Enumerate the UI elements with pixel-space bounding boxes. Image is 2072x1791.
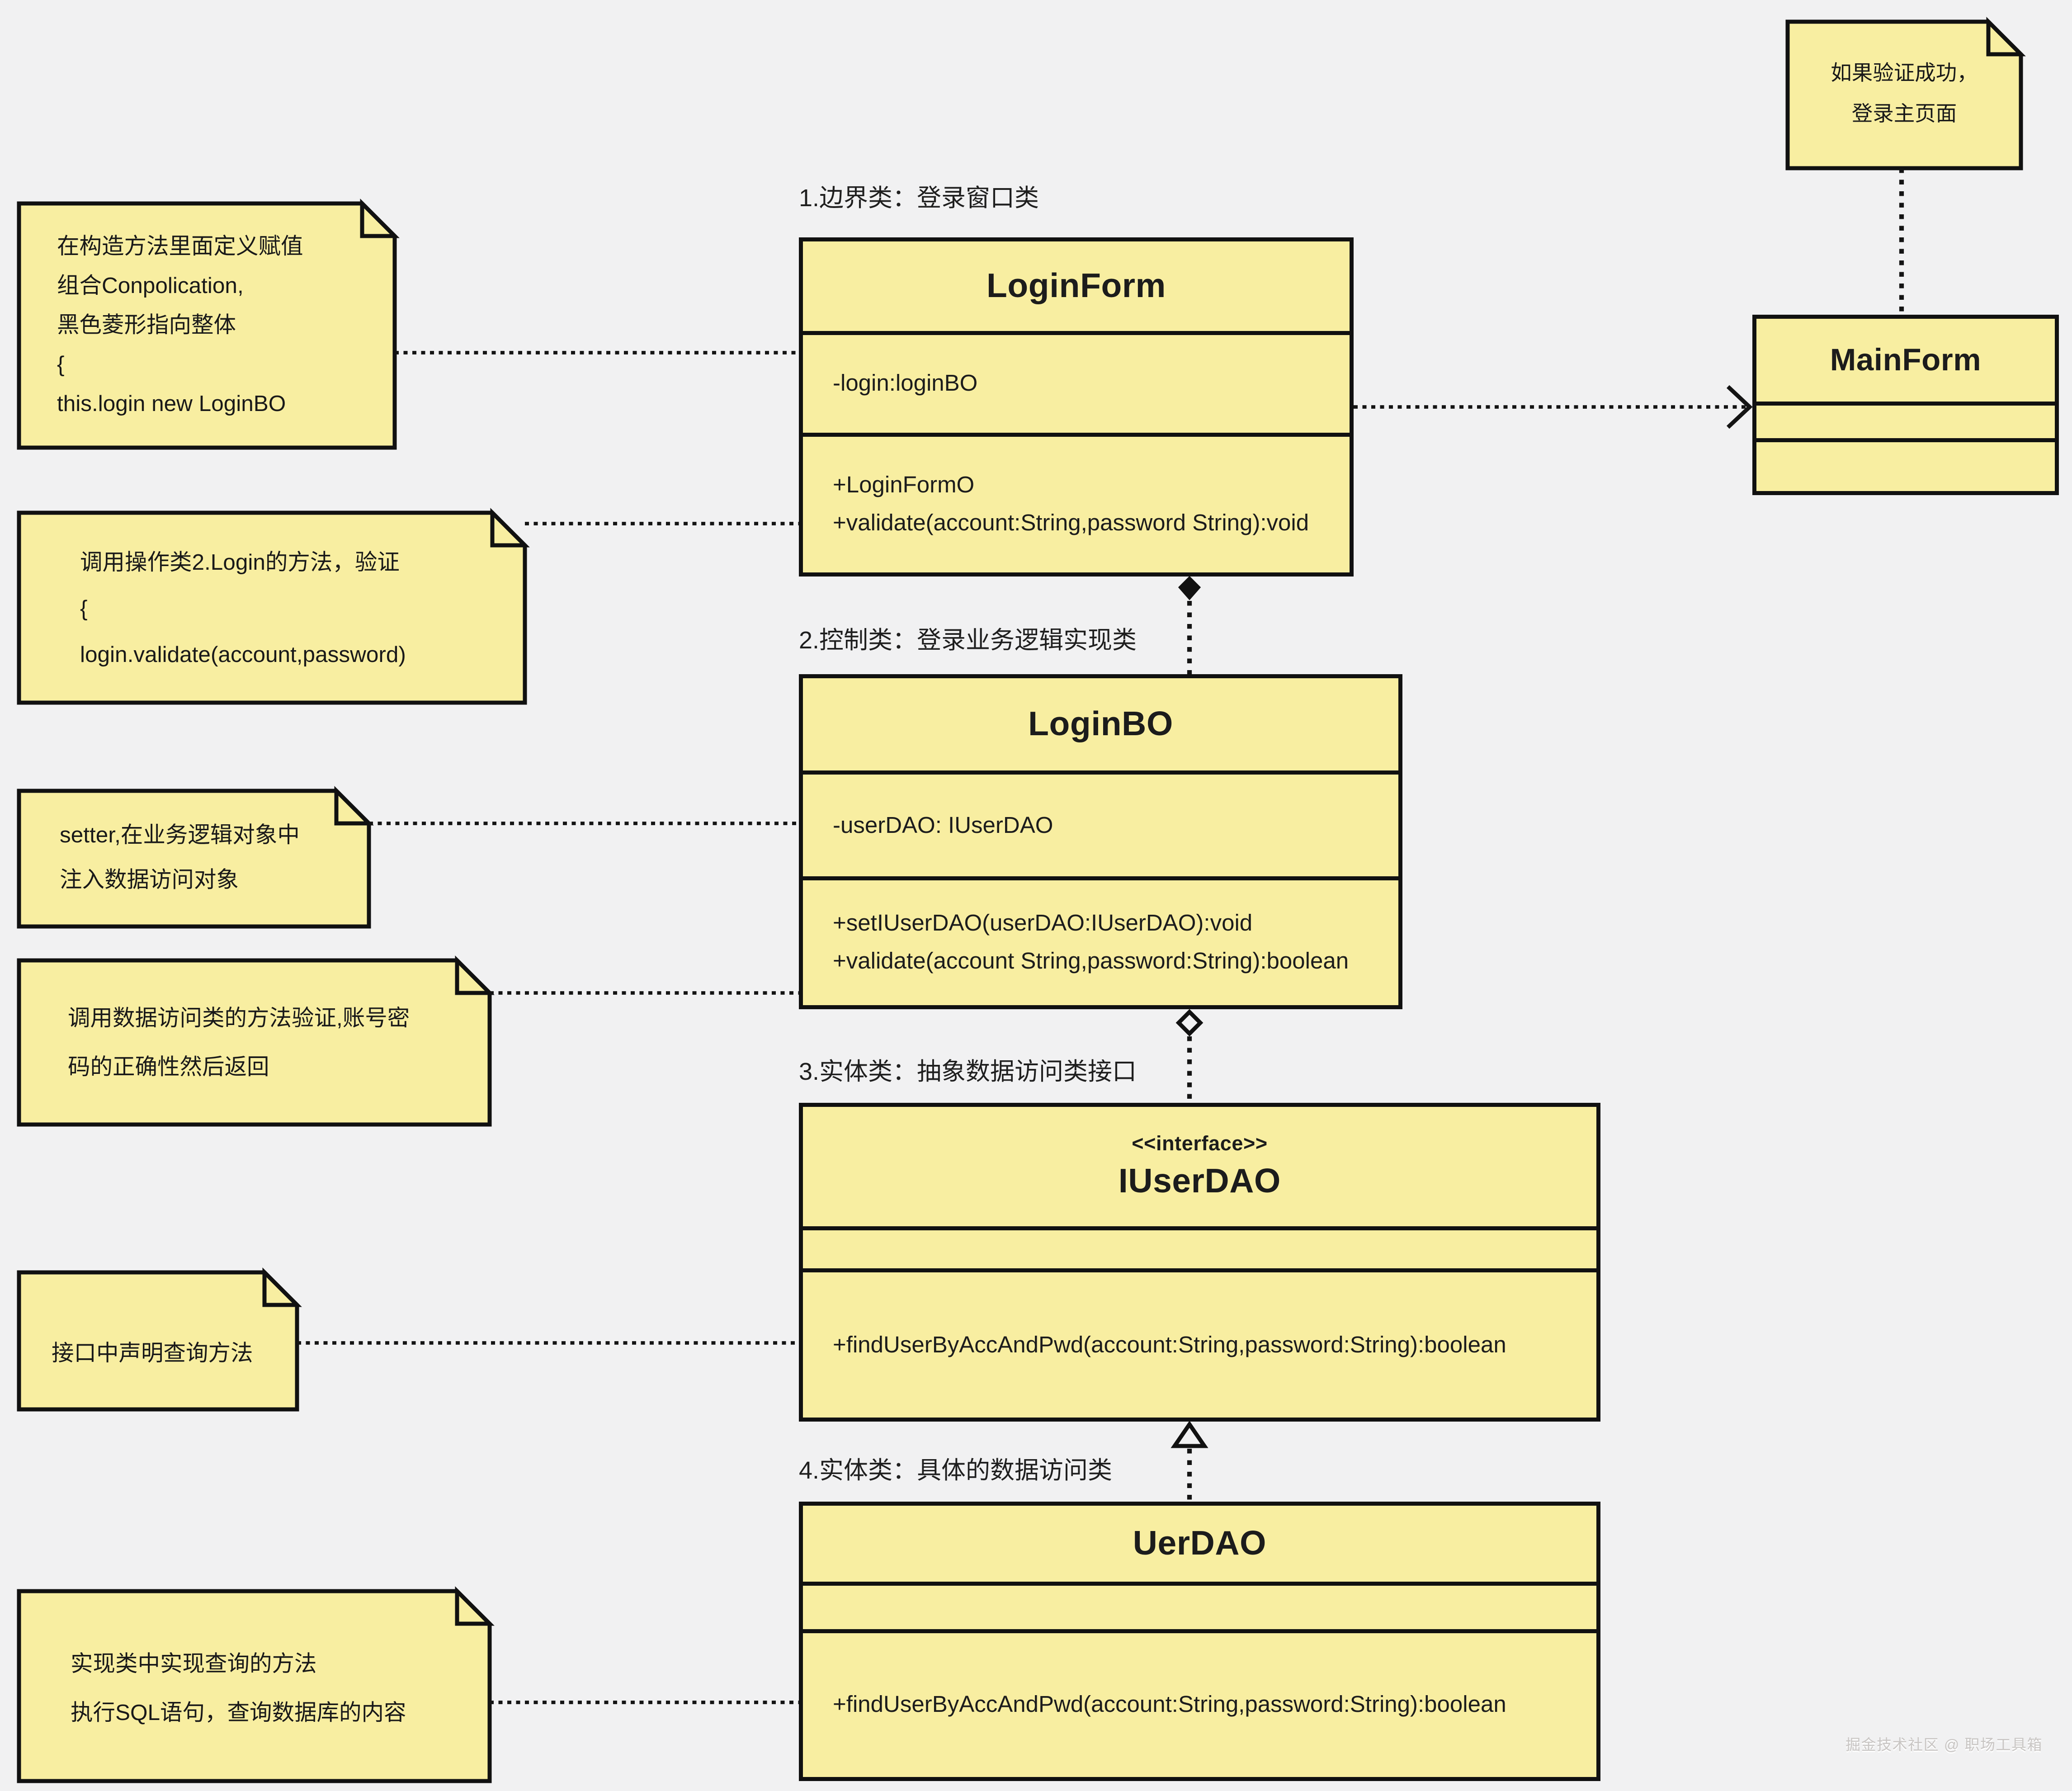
- note-setter-shape: [17, 789, 371, 929]
- note-call-login: 调用操作类2.Login的方法，验证 { login.validate(acco…: [19, 513, 525, 703]
- method: +findUserByAccAndPwd(account:String,pass…: [833, 1331, 1506, 1357]
- note-call-login-shape: [17, 510, 527, 705]
- class-iuserdao: <<interface>> IUserDAO +findUserByAccAnd…: [799, 1103, 1600, 1422]
- note-interface: 接口中声明查询方法: [19, 1272, 297, 1409]
- section-label-interface: 3.实体类：抽象数据访问类接口: [799, 1058, 1137, 1085]
- note-constructor-shape: [17, 201, 397, 450]
- note-line: 在构造方法里面定义赋值: [57, 235, 303, 259]
- class-mainform-methods: [1756, 438, 2055, 491]
- note-dao-validate: 调用数据访问类的方法验证,账号密 码的正确性然后返回: [19, 960, 490, 1125]
- class-uerdao: UerDAO +findUserByAccAndPwd(account:Stri…: [799, 1502, 1600, 1781]
- note-interface-fold-icon: [262, 1267, 302, 1307]
- note-line: 实现类中实现查询的方法: [71, 1652, 317, 1677]
- class-mainform-name: MainForm: [1830, 342, 1982, 377]
- note-line: 注入数据访问对象: [60, 868, 239, 893]
- class-loginform-attributes: -login:loginBO: [803, 331, 1350, 433]
- class-iuserdao-attributes: [803, 1226, 1596, 1268]
- class-loginform-methods: +LoginFormO +validate(account:String,pas…: [803, 433, 1350, 572]
- section-label-concrete: 4.实体类：具体的数据访问类: [799, 1457, 1113, 1484]
- note-interface-shape: [17, 1270, 299, 1412]
- note-line: 组合Conpolication,: [57, 274, 244, 298]
- note-line: 调用操作类2.Login的方法，验证: [80, 551, 400, 575]
- composition-diamond-icon: [1178, 576, 1201, 600]
- note-line: {: [57, 353, 65, 377]
- class-loginbo-methods: +setIUserDAO(userDAO:IUserDAO):void +val…: [803, 876, 1398, 1005]
- note-line: 登录主页面: [1851, 103, 1957, 126]
- class-loginbo-attributes: -userDAO: IUserDAO: [803, 770, 1398, 876]
- class-loginform-name: LoginForm: [986, 266, 1166, 305]
- realization-triangle-icon: [1171, 1421, 1208, 1448]
- aggregation-diamond-icon: [1175, 1009, 1204, 1037]
- note-line: this.login new LoginBO: [57, 392, 286, 416]
- note-dao-validate-fold-icon: [455, 955, 495, 995]
- class-iuserdao-name: IUserDAO: [1118, 1162, 1281, 1200]
- class-loginbo: LoginBO -userDAO: IUserDAO +setIUserDAO(…: [799, 674, 1402, 1009]
- note-line: 码的正确性然后返回: [68, 1055, 269, 1080]
- note-line: {: [80, 597, 88, 621]
- note-impl-fold-icon: [455, 1586, 495, 1626]
- class-mainform-attributes: [1756, 402, 2055, 438]
- class-iuserdao-methods: +findUserByAccAndPwd(account:String,pass…: [803, 1268, 1596, 1418]
- note-line: login.validate(account,password): [80, 643, 406, 667]
- method: +validate(account:String,password String…: [833, 510, 1309, 536]
- class-loginbo-name: LoginBO: [1028, 704, 1173, 743]
- note-line: 如果验证成功，: [1831, 62, 1978, 85]
- note-call-login-fold-icon: [490, 508, 530, 548]
- note-dao-validate-shape: [17, 958, 492, 1127]
- note-line: 黑色菱形指向整体: [57, 313, 236, 338]
- note-setter-fold-icon: [334, 786, 374, 826]
- class-uerdao-attributes: [803, 1582, 1596, 1629]
- stereotype-label: <<interface>>: [1132, 1132, 1268, 1155]
- method: +findUserByAccAndPwd(account:String,pass…: [833, 1692, 1506, 1717]
- watermark: 掘金技术社区 @ 职场工具箱: [1845, 1738, 2043, 1754]
- method: +LoginFormO: [833, 472, 975, 498]
- note-main-fold-icon: [1986, 17, 2026, 57]
- attribute: -userDAO: IUserDAO: [833, 812, 1053, 838]
- method: +validate(account String,password:String…: [833, 948, 1349, 974]
- class-uerdao-name: UerDAO: [1133, 1524, 1267, 1562]
- class-loginform: LoginForm -login:loginBO +LoginFormO +va…: [799, 237, 1354, 577]
- class-uerdao-methods: +findUserByAccAndPwd(account:String,pass…: [803, 1629, 1596, 1777]
- note-line: 接口中声明查询方法: [52, 1342, 253, 1366]
- note-constructor: 在构造方法里面定义赋值 组合Conpolication, 黑色菱形指向整体 { …: [19, 203, 395, 448]
- note-main-shape: [1785, 19, 2023, 170]
- section-label-boundary: 1.边界类：登录窗口类: [799, 184, 1039, 212]
- note-line: setter,在业务逻辑对象中: [60, 823, 300, 848]
- note-constructor-fold-icon: [360, 198, 400, 238]
- method: +setIUserDAO(userDAO:IUserDAO):void: [833, 910, 1253, 936]
- note-line: 调用数据访问类的方法验证,账号密: [68, 1007, 410, 1031]
- open-arrowhead-icon: [1726, 385, 1753, 429]
- note-main: 如果验证成功， 登录主页面: [1788, 22, 2021, 168]
- attribute: -login:loginBO: [833, 370, 978, 396]
- class-iuserdao-header: <<interface>> IUserDAO: [803, 1107, 1596, 1226]
- section-label-control: 2.控制类：登录业务逻辑实现类: [799, 627, 1137, 654]
- note-impl: 实现类中实现查询的方法 执行SQL语句，查询数据库的内容: [19, 1591, 490, 1781]
- note-line: 执行SQL语句，查询数据库的内容: [71, 1701, 406, 1725]
- class-mainform: MainForm: [1752, 315, 2059, 495]
- note-setter: setter,在业务逻辑对象中 注入数据访问对象: [19, 791, 369, 926]
